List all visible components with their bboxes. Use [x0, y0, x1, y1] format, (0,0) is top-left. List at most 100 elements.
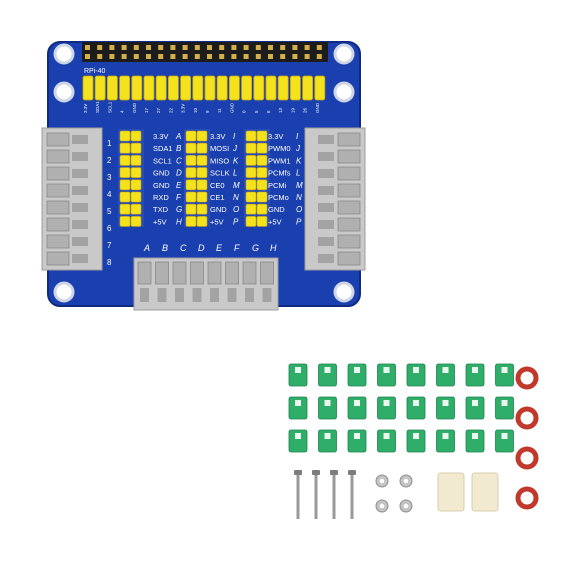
pin-letter: E — [176, 181, 182, 190]
header-pin — [85, 45, 90, 50]
terminal-lever — [225, 261, 239, 285]
pin-label: 4 — [120, 110, 125, 113]
jumper-cap — [318, 429, 337, 453]
yellow-pin — [119, 191, 131, 203]
jumper-body — [377, 363, 396, 387]
nut-hole — [403, 503, 409, 509]
yellow-pin — [196, 155, 208, 166]
left-number: 6 — [107, 224, 112, 233]
left-number: 8 — [107, 258, 112, 267]
bottom-letter: B — [162, 243, 168, 253]
yellow-pin — [130, 179, 142, 191]
yellow-pin — [130, 216, 142, 227]
terminal-slot — [175, 288, 184, 302]
jumper-body — [465, 429, 485, 453]
yellow-pin — [130, 155, 142, 166]
terminal-lever — [242, 261, 257, 285]
yellow-jumper — [155, 75, 167, 101]
yellow-pin — [185, 130, 197, 142]
pin-label: 0 — [242, 110, 247, 113]
yellow-jumper — [228, 75, 240, 101]
header-pin — [292, 45, 298, 50]
pin-function-label: PWM1 — [268, 156, 291, 165]
header-pin — [121, 54, 127, 59]
yellow-pin — [245, 130, 257, 142]
jumper-window — [442, 400, 449, 406]
jumper-cap — [465, 396, 485, 420]
header-pin — [243, 54, 249, 59]
pin-label: GND — [315, 102, 320, 113]
yellow-jumper — [167, 75, 179, 101]
screw-shaft — [332, 475, 336, 519]
terminal-lever — [46, 183, 70, 198]
standoff — [471, 472, 499, 512]
accessory-kit — [288, 363, 539, 519]
jumper-window — [295, 400, 301, 406]
terminal-slot — [318, 237, 334, 246]
pin-function-label: PCMi — [268, 181, 287, 190]
yellow-jumper — [131, 75, 143, 101]
pin-function-label: +5V — [153, 217, 167, 226]
bottom-letter: F — [234, 243, 240, 253]
header-pin — [158, 54, 164, 59]
terminal-lever — [337, 200, 361, 215]
terminal-lever — [337, 234, 361, 249]
jumper-body — [436, 396, 455, 420]
jumper-body — [347, 429, 367, 453]
header-pin — [97, 54, 103, 59]
header-pin — [316, 54, 322, 59]
yellow-pin — [196, 167, 208, 178]
header-pin — [109, 54, 115, 59]
nut-hole — [403, 478, 409, 484]
terminal-lever — [337, 166, 361, 181]
header-pin — [255, 54, 261, 59]
yellow-pin — [119, 179, 131, 191]
jumper-cap — [288, 363, 308, 387]
terminal-lever — [260, 261, 274, 285]
left-number: 7 — [107, 241, 112, 250]
jumper-window — [295, 367, 301, 373]
yellow-pin — [196, 203, 208, 215]
jumper-window — [413, 367, 419, 373]
yellow-jumper — [265, 75, 277, 101]
yellow-pin — [185, 142, 197, 154]
header-pin — [219, 45, 225, 50]
jumper-cap — [377, 429, 396, 453]
bottom-letter: A — [143, 243, 150, 253]
pin-header — [82, 42, 328, 62]
yellow-jumper — [119, 75, 130, 101]
terminal-lever — [337, 183, 361, 198]
pin-letter: K — [296, 156, 302, 165]
header-pin — [146, 54, 151, 59]
pin-letter: H — [176, 217, 182, 226]
left-number: 2 — [107, 156, 112, 165]
jumper-window — [442, 433, 449, 439]
header-pin — [194, 54, 200, 59]
terminal-slot — [262, 288, 272, 302]
pin-function-label: CE1 — [210, 193, 225, 202]
terminal-lever — [46, 132, 70, 147]
jumper-window — [383, 400, 390, 406]
pin-label: 19 — [290, 107, 295, 113]
header-pin — [158, 45, 164, 50]
pin-function-label: 3.3V — [153, 132, 168, 141]
pin-function-label: 3.3V — [268, 132, 283, 141]
yellow-pin — [196, 191, 208, 203]
header-pin — [231, 54, 237, 59]
yellow-pin — [245, 167, 257, 178]
yellow-jumper — [302, 75, 314, 101]
jumper-body — [465, 396, 485, 420]
pin-label: 27 — [156, 107, 161, 113]
yellow-pin — [256, 179, 268, 191]
terminal-slot — [245, 288, 254, 302]
bottom-letter: G — [252, 243, 259, 253]
jumper-cap — [347, 396, 367, 420]
jumper-cap — [288, 396, 308, 420]
pin-label: SDA1 — [95, 101, 100, 113]
pin-function-label: GND — [153, 169, 170, 178]
jumper-cap — [465, 429, 485, 453]
jumper-window — [295, 433, 301, 439]
terminal-lever — [46, 217, 70, 232]
yellow-pin — [256, 216, 268, 227]
yellow-pin — [119, 155, 131, 166]
